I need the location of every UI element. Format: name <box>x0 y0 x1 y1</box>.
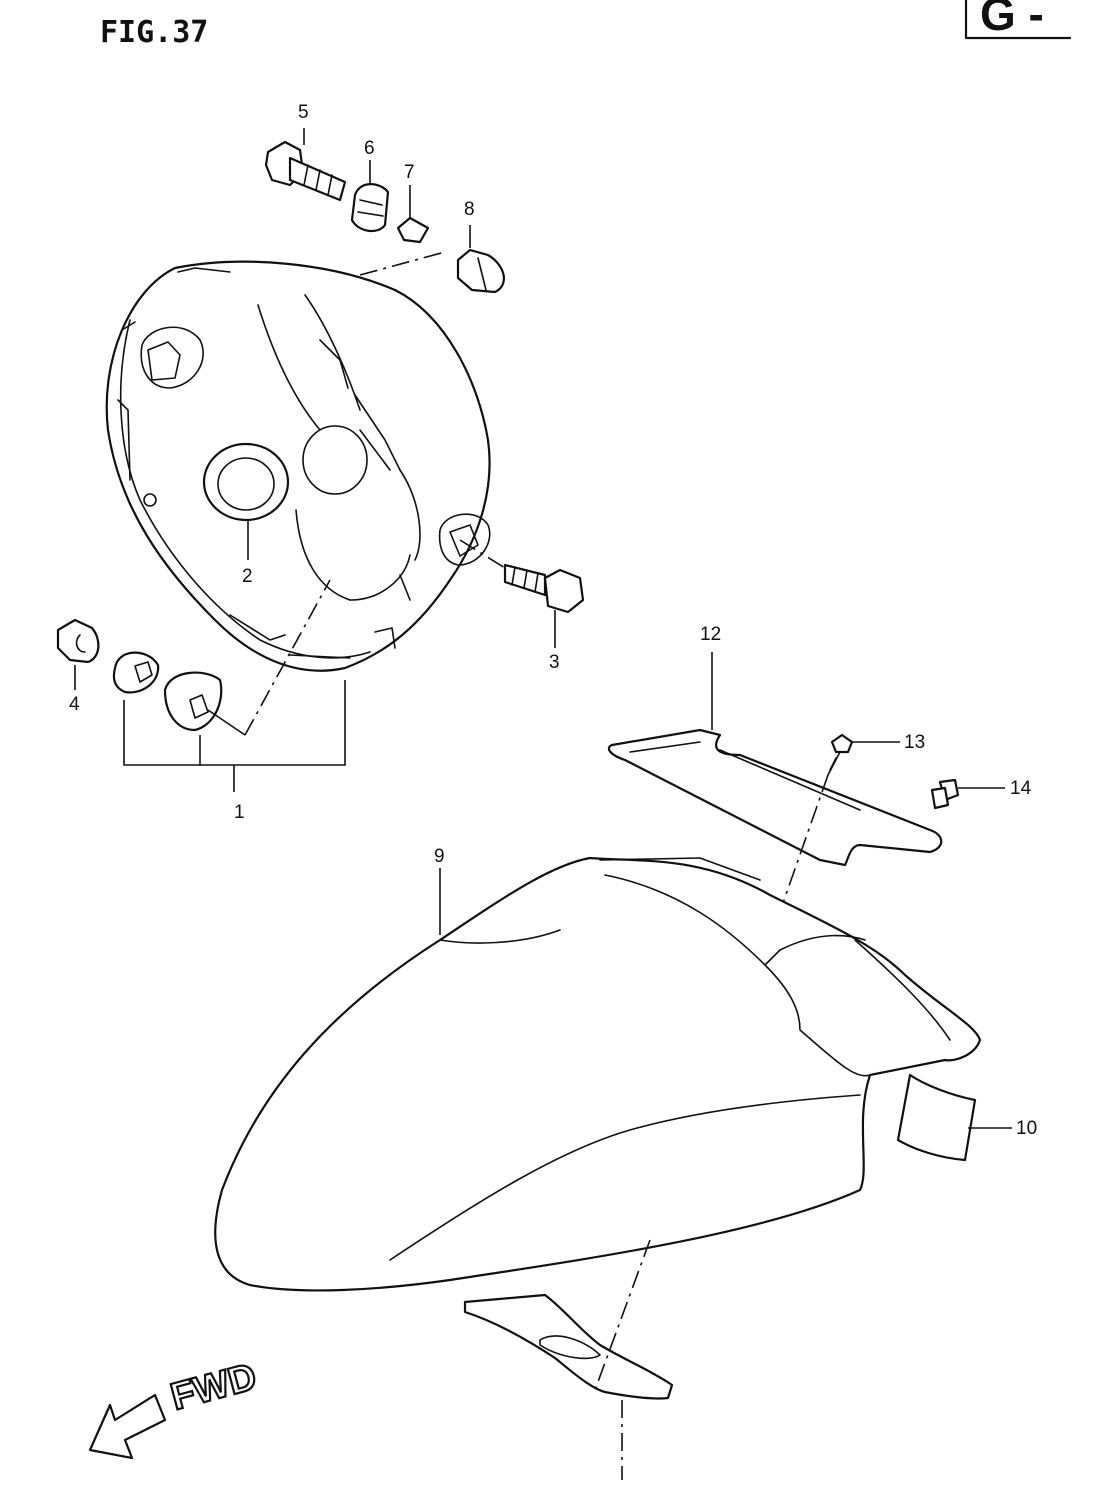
cap-nut-8 <box>456 248 505 294</box>
callout-10: 10 <box>1016 1118 1037 1139</box>
forward-arrow-icon <box>88 1393 167 1460</box>
group-label: G - <box>980 0 1044 40</box>
bracket-12 <box>607 728 943 867</box>
group-box: G - <box>964 0 1072 40</box>
front-fender-9 <box>214 856 982 1292</box>
callout-9: 9 <box>434 846 445 867</box>
callout-2: 2 <box>242 566 253 587</box>
figure-label: FIG.37 <box>100 15 208 50</box>
headlight-housing <box>105 260 491 672</box>
nut-4 <box>56 618 100 664</box>
callout-14: 14 <box>1010 778 1032 799</box>
bolt-5 <box>264 140 347 202</box>
grommet-6 <box>350 183 390 233</box>
callout-6: 6 <box>364 138 375 159</box>
grommet-lower <box>163 671 223 732</box>
callout-7: 7 <box>404 162 415 183</box>
callout-3: 3 <box>549 652 560 673</box>
lower-plate <box>463 1293 674 1400</box>
callout-1: 1 <box>234 802 245 823</box>
screw-14 <box>930 778 960 810</box>
forward-direction-label: FWD <box>166 1356 260 1419</box>
pad-10 <box>896 1073 977 1162</box>
callout-8: 8 <box>464 199 475 220</box>
washer-nut <box>112 651 160 694</box>
callout-5: 5 <box>298 102 309 123</box>
callout-12: 12 <box>700 624 721 645</box>
collar-7 <box>396 216 430 244</box>
callout-4: 4 <box>69 694 80 715</box>
screw-13 <box>827 733 854 776</box>
callout-13: 13 <box>904 732 925 753</box>
bolt-3 <box>503 563 585 614</box>
